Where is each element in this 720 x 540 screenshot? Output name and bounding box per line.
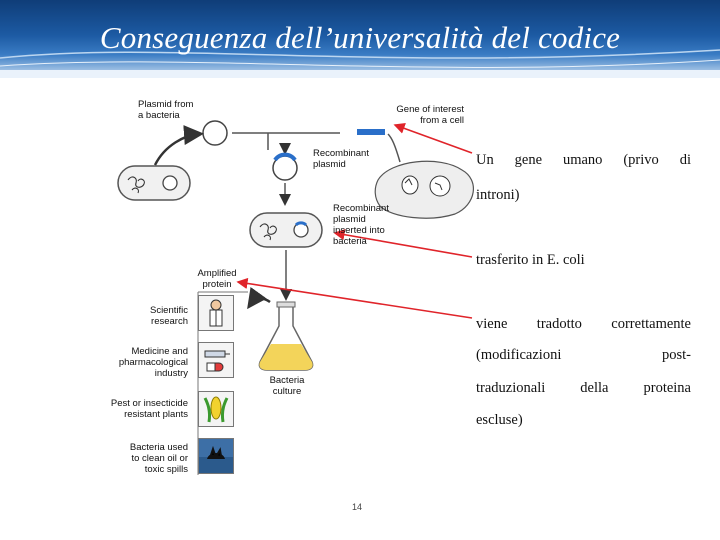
page-number: 14	[352, 502, 363, 512]
bacterium-source	[117, 165, 191, 201]
plasmid-circle	[202, 120, 228, 146]
note-transfer: trasferito in E. coli	[476, 252, 585, 268]
arrow-transfer	[333, 229, 473, 258]
title-banner: Conseguenza dell’universalità del codice	[0, 0, 720, 78]
merge-connector	[232, 132, 340, 150]
bacterium-recombinant	[249, 212, 323, 248]
medicine-icon	[198, 342, 234, 378]
corn-plant-icon	[198, 391, 234, 427]
scientist-icon	[198, 295, 234, 331]
gene-segment	[357, 129, 385, 135]
arrow-protein	[236, 277, 473, 319]
slide-title: Conseguenza dell’universalità del codice	[99, 20, 621, 55]
human-cell	[374, 160, 474, 219]
note-gene-line2: introni)	[476, 187, 520, 203]
note-translation-line4: escluse)	[476, 412, 523, 428]
arrow-gene	[393, 123, 473, 154]
banner-wave-decoration	[0, 49, 720, 78]
oil-spill-icon	[198, 438, 234, 474]
